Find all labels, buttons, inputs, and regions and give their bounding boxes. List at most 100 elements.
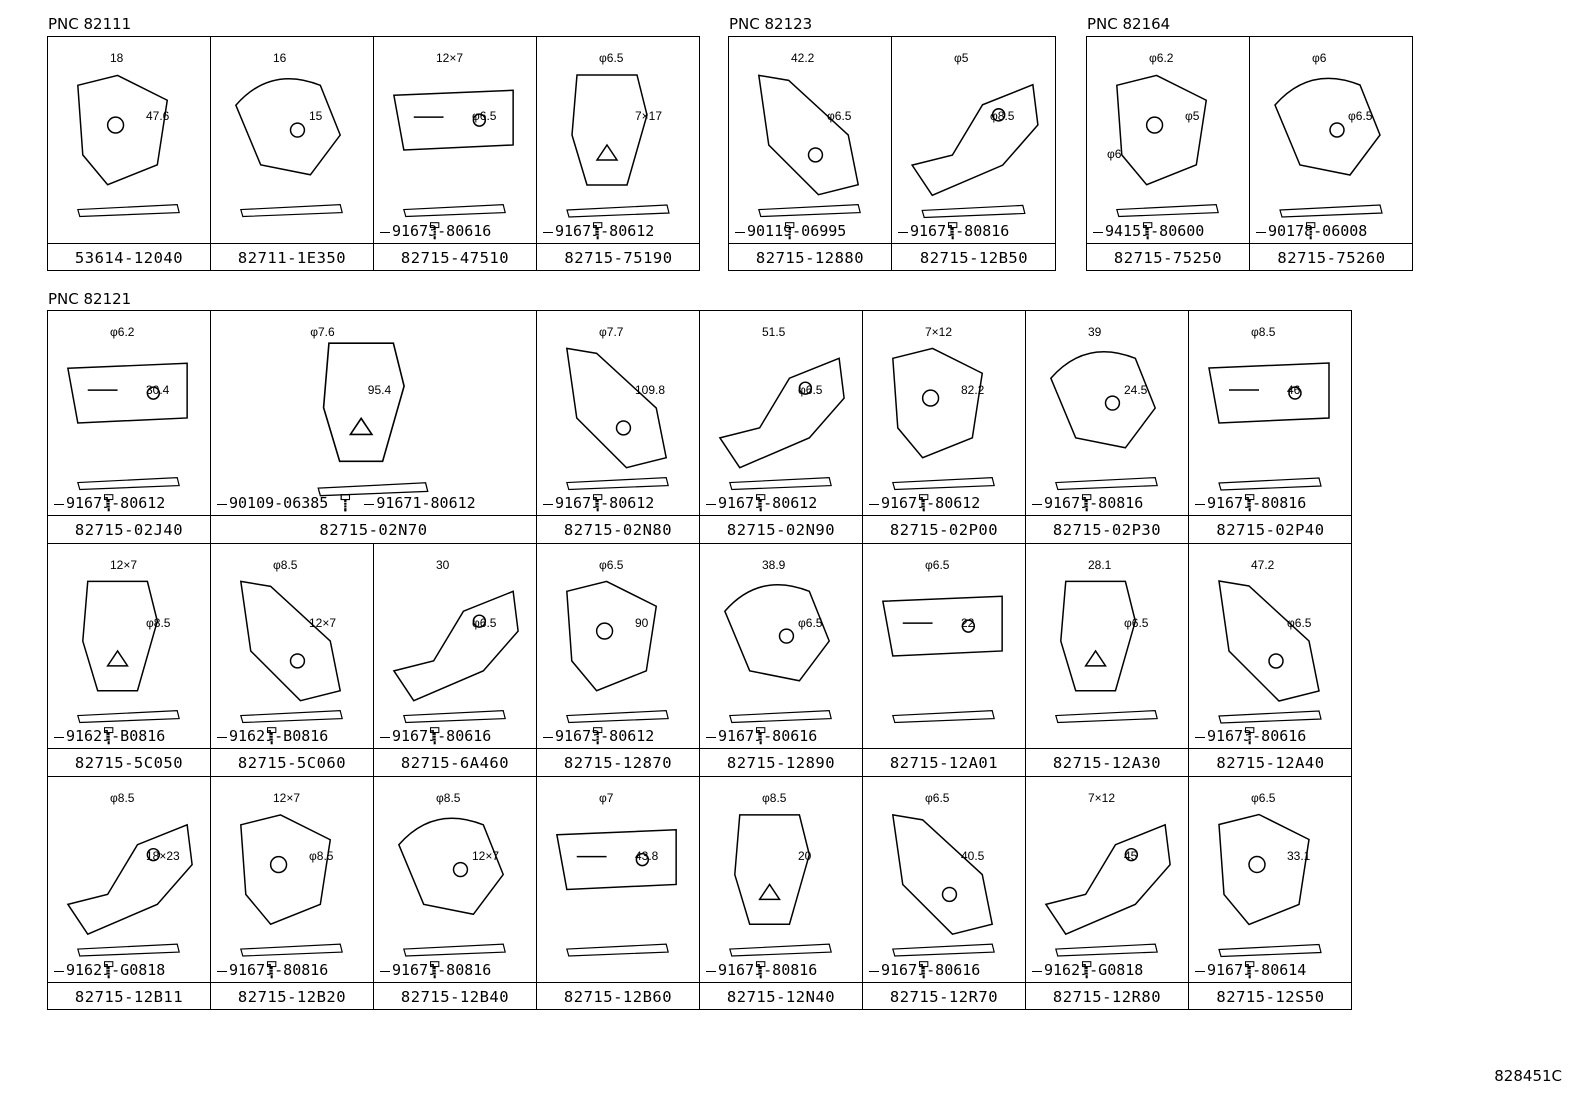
bracket-sketch [397,817,506,957]
dimension-label: φ6.5 [472,616,497,630]
dimension-label: 109.8 [635,383,666,397]
dimension-label: φ6.5 [1348,109,1373,123]
leader-line [706,970,716,972]
dimension-label: 22 [961,616,975,630]
dimension-label: φ6.5 [1287,616,1312,630]
fastener-callout: 90178-06008 [1254,222,1367,240]
fastener-callout: 91671-80612 [541,494,654,512]
bracket-sketch [1055,580,1158,724]
leader-line [217,970,227,972]
dimension-label: φ6.5 [925,791,950,805]
fastener-number: 91671-80816 [1207,494,1307,512]
leader-line [543,736,553,738]
bracket-sketch [718,357,845,491]
fastener-callout: 91673-80616 [1193,727,1306,745]
bracket-sketch [910,83,1039,219]
part-number: 82715-12R70 [863,982,1025,1010]
fastener-number: 91671-80614 [1207,961,1307,979]
pnc-label: PNC 82121 [48,290,132,308]
fastener-callout: 91671-80614 [1193,961,1306,979]
part-number: 82715-75190 [537,243,700,271]
bracket-sketch [1218,580,1322,724]
part-number: 82715-6A460 [374,748,536,776]
fastener-number: 91671-80816 [392,961,492,979]
dimension-label: 28.1 [1088,558,1112,572]
part-number: 82715-75250 [1087,243,1249,271]
bracket-sketch [317,342,429,497]
fastener-callout: 91671-80616 [867,961,980,979]
dimension-label: 38.9 [762,558,786,572]
bracket-sketch [757,74,861,218]
dimension-label: 12×7 [472,849,500,863]
dimension-label: φ8.5 [1251,325,1276,339]
part-number: 82715-12A30 [1026,748,1188,776]
dimension-label: φ8.5 [990,109,1015,123]
fastener-number: 91671-80612 [555,494,655,512]
bracket-sketch [881,595,1003,724]
fastener-number: 91671-80616 [718,727,818,745]
bracket-sketch [1274,77,1383,218]
leader-line [898,231,908,233]
dimension-label: φ6.5 [925,558,950,572]
fastener-callout: 91671-80816 [378,961,491,979]
leader-line [1195,970,1205,972]
fastener-number: 91621-G0818 [1044,961,1144,979]
part-number: 82715-12B60 [537,982,699,1010]
fastener-callout: 91671-80616 [704,727,817,745]
dimension-label: φ7.6 [310,325,335,339]
leader-line [1093,231,1103,233]
bracket-sketch [1116,74,1219,218]
bracket-sketch [565,347,669,491]
leader-line [1256,231,1266,233]
bracket-sketch [1208,362,1330,491]
leader-line [1195,736,1205,738]
bracket-sketch [566,74,670,218]
leader-line [1195,503,1205,505]
leader-line [380,736,390,738]
fastener-number: 91671-80616 [881,961,981,979]
bracket-sketch [66,362,188,491]
dimension-label: 47.6 [146,109,170,123]
bracket-sketch [1044,823,1171,957]
